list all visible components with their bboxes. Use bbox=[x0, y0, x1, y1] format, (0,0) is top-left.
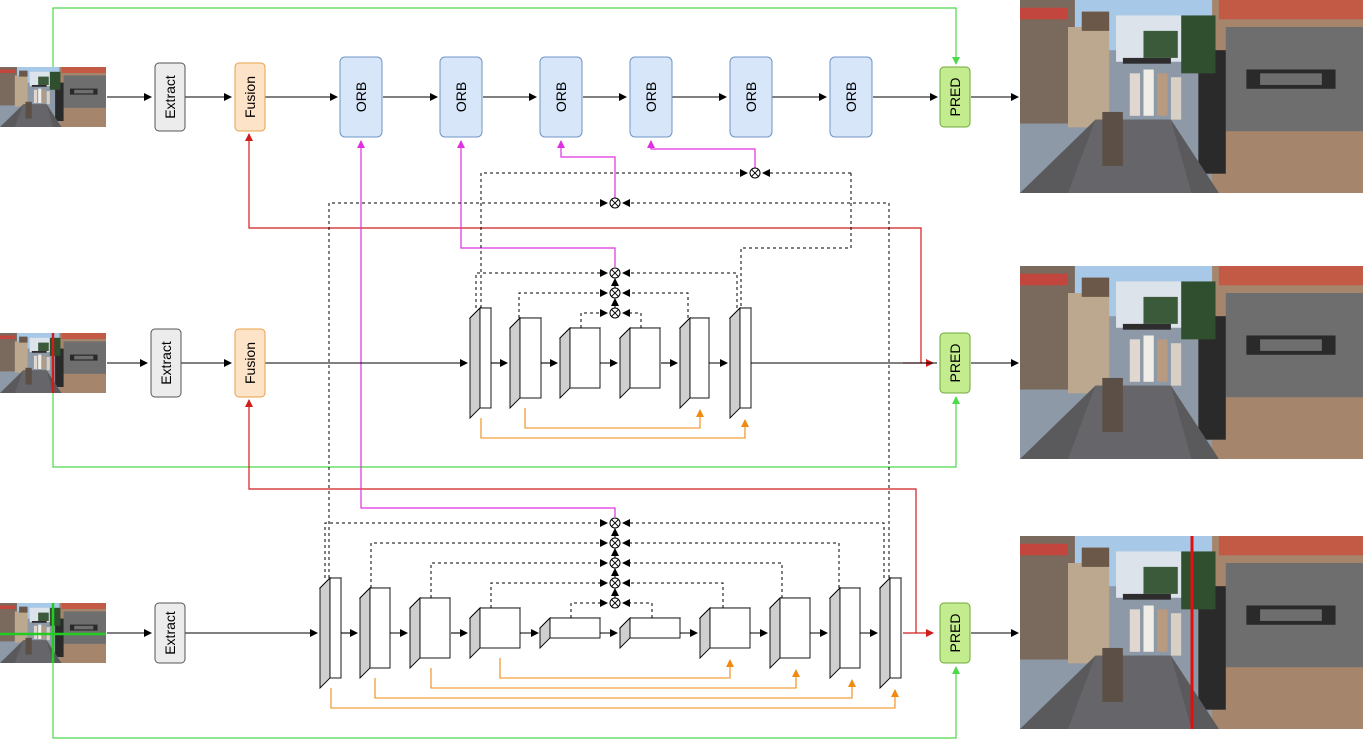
dashed-connections bbox=[324, 169, 890, 618]
fusion-label-middle: Fusion bbox=[242, 342, 258, 384]
extract-label-bottom: Extract bbox=[162, 611, 178, 655]
feature-block-middle-6 bbox=[728, 306, 753, 420]
multiply-node-6 bbox=[609, 517, 621, 529]
output-image-bottom bbox=[1020, 536, 1363, 729]
multiply-node-9 bbox=[609, 577, 621, 589]
orb-label-3: ORB bbox=[553, 82, 569, 112]
feature-block-middle-4 bbox=[618, 326, 662, 400]
orb-label-5: ORB bbox=[743, 82, 759, 112]
feature-block-middle-3 bbox=[558, 326, 602, 400]
input-image-middle bbox=[0, 333, 106, 393]
pred-label-top: PRED bbox=[947, 78, 963, 117]
encoder-decoder-middle bbox=[468, 306, 753, 420]
main-flow-arrows bbox=[107, 93, 1019, 637]
pred-box-middle: PRED bbox=[939, 332, 971, 394]
encoder-decoder-bottom bbox=[318, 576, 903, 690]
input-image-top bbox=[0, 67, 106, 127]
feature-block-bottom-7 bbox=[698, 606, 752, 660]
pred-box-top: PRED bbox=[939, 66, 971, 128]
orb-box-5: ORB bbox=[729, 56, 773, 138]
orb-label-1: ORB bbox=[353, 82, 369, 112]
pred-label-bottom: PRED bbox=[947, 614, 963, 653]
multiply-node-2 bbox=[609, 197, 621, 209]
orb-box-1: ORB bbox=[339, 56, 383, 138]
pred-label-middle: PRED bbox=[947, 344, 963, 383]
feature-block-bottom-9 bbox=[828, 586, 862, 680]
feature-block-bottom-8 bbox=[768, 596, 812, 670]
orb-box-2: ORB bbox=[439, 56, 483, 138]
feature-block-bottom-10 bbox=[878, 576, 903, 690]
input-image-bottom bbox=[0, 603, 106, 663]
feature-block-middle-2 bbox=[508, 316, 543, 410]
orb-label-2: ORB bbox=[453, 82, 469, 112]
multiply-nodes bbox=[609, 167, 761, 609]
extract-box-middle: Extract bbox=[150, 328, 182, 398]
skip-connections bbox=[52, 7, 960, 739]
residual-connections bbox=[330, 408, 899, 709]
extract-box-bottom: Extract bbox=[154, 602, 186, 664]
orb-label-4: ORB bbox=[643, 82, 659, 112]
orb-box-6: ORB bbox=[829, 56, 873, 138]
fusion-label-top: Fusion bbox=[242, 76, 258, 118]
multiply-node-10 bbox=[609, 597, 621, 609]
multiply-node-4 bbox=[609, 287, 621, 299]
orb-feedback-lines bbox=[357, 140, 756, 517]
multiply-node-5 bbox=[609, 307, 621, 319]
extract-label-top: Extract bbox=[162, 75, 178, 119]
multiply-node-7 bbox=[609, 537, 621, 549]
fusion-box-middle: Fusion bbox=[234, 328, 266, 398]
feature-block-bottom-4 bbox=[468, 606, 522, 660]
multiply-node-8 bbox=[609, 557, 621, 569]
orb-box-4: ORB bbox=[629, 56, 673, 138]
feature-block-bottom-5 bbox=[538, 616, 602, 650]
output-image-top bbox=[1020, 0, 1363, 193]
extract-label-middle: Extract bbox=[158, 341, 174, 385]
pred-box-bottom: PRED bbox=[939, 602, 971, 664]
feature-block-bottom-1 bbox=[318, 576, 343, 690]
feature-block-bottom-2 bbox=[358, 586, 392, 680]
feature-block-bottom-3 bbox=[408, 596, 452, 670]
orb-box-3: ORB bbox=[539, 56, 583, 138]
feature-block-middle-5 bbox=[678, 316, 711, 410]
fusion-box-top: Fusion bbox=[234, 62, 266, 132]
multiply-node-1 bbox=[749, 167, 761, 179]
orb-label-6: ORB bbox=[843, 82, 859, 112]
feature-block-bottom-6 bbox=[618, 616, 682, 650]
multiply-node-3 bbox=[609, 267, 621, 279]
feature-block-middle-1 bbox=[468, 306, 493, 420]
output-image-middle bbox=[1020, 266, 1363, 459]
extract-box-top: Extract bbox=[154, 62, 186, 132]
